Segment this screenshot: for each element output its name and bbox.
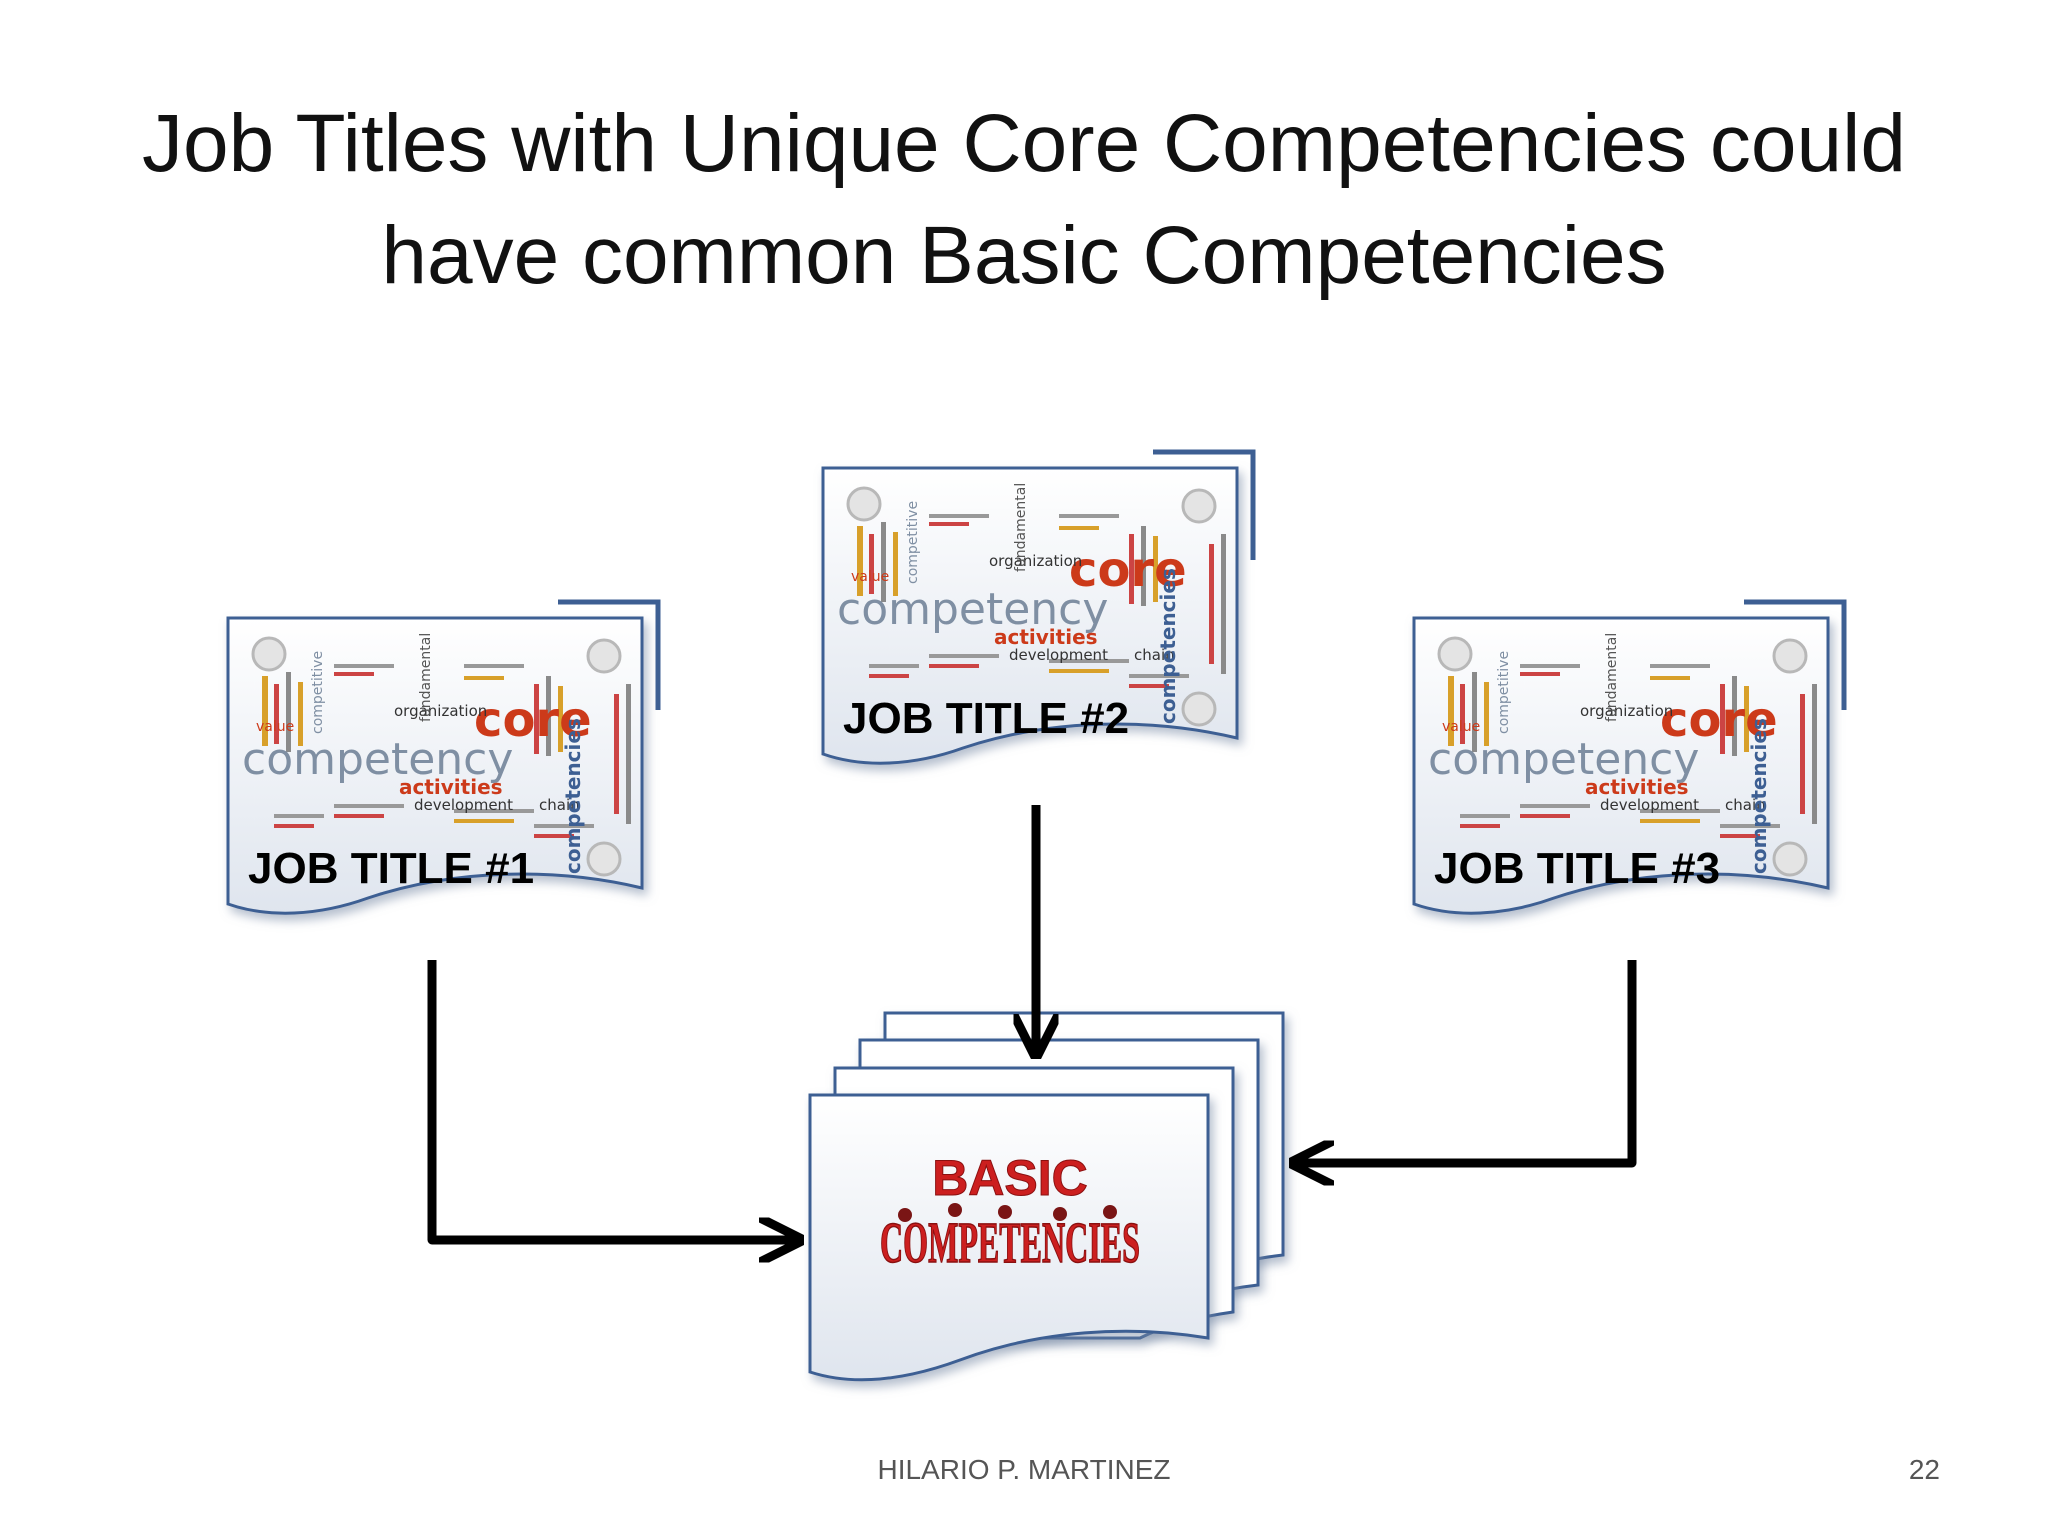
job-title-label-3: JOB TITLE #3: [1434, 844, 1720, 893]
job-title-label-2: JOB TITLE #2: [843, 694, 1129, 743]
figure-icon: [948, 1203, 962, 1217]
footer-author: HILARIO P. MARTINEZ: [877, 1454, 1171, 1485]
slide-title: Job Titles with Unique Core Competencies…: [0, 88, 2048, 312]
arrow-job3-to-basic: [1298, 960, 1637, 1163]
competencies-label: COMPETENCIES: [880, 1210, 1140, 1275]
slide-title-line2: have common Basic Competencies: [381, 210, 1667, 301]
page-number: 22: [1908, 1454, 1940, 1485]
job-title-label-1: JOB TITLE #1: [248, 844, 534, 893]
job-title-card-2: JOB TITLE #2: [821, 449, 1256, 765]
basic-competencies-stack: BASIC COMPETENCIES: [808, 1011, 1285, 1382]
job-title-card-3: JOB TITLE #3: [1412, 599, 1847, 915]
slide-title-line1: Job Titles with Unique Core Competencies…: [142, 98, 1906, 189]
figure-icon: [998, 1205, 1012, 1219]
figure-icon: [1053, 1207, 1067, 1221]
arrow-job1-to-basic: [427, 960, 795, 1240]
figure-icon: [1103, 1205, 1117, 1219]
basic-label: BASIC: [932, 1150, 1088, 1206]
job-title-card-1: JOB TITLE #1: [226, 599, 661, 915]
figure-icon: [898, 1208, 912, 1222]
